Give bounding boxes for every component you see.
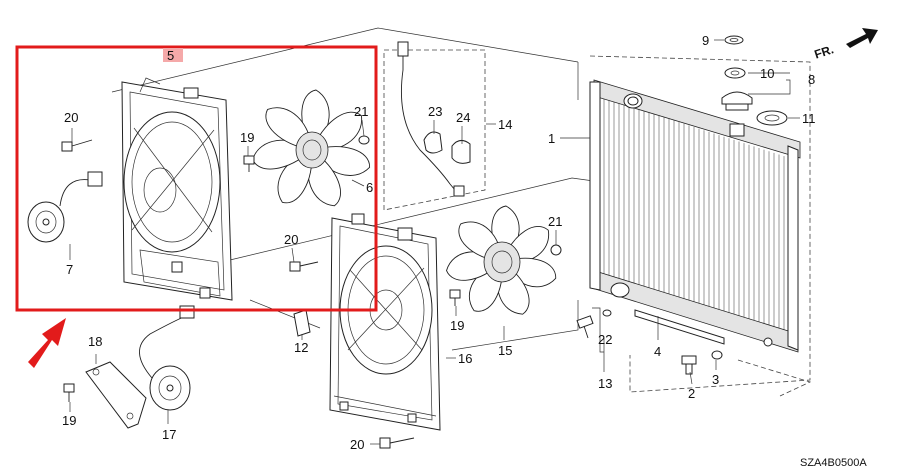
callout-4: 4	[654, 344, 661, 359]
bracket-18	[85, 361, 147, 429]
bolt-13	[576, 315, 594, 339]
shroud-5	[121, 77, 233, 301]
callout-17: 17	[162, 427, 176, 442]
callout-19-c: 19	[62, 413, 76, 428]
nut-21a	[358, 135, 370, 145]
callout-7: 7	[66, 262, 73, 277]
leader-lines	[69, 39, 800, 445]
bolt-19b	[449, 289, 461, 306]
fan-15	[446, 205, 557, 315]
bolt-19a	[243, 155, 255, 172]
clip-23	[423, 131, 443, 154]
radiator-core-fins	[603, 97, 790, 344]
sensor-group-box	[383, 49, 486, 211]
radiator-cap	[721, 91, 753, 111]
shroud-16	[329, 213, 441, 431]
drain-plug-2	[681, 355, 697, 375]
o-ring-22	[602, 309, 612, 317]
callout-23: 23	[428, 104, 442, 119]
seal-10	[724, 67, 746, 79]
callout-14: 14	[498, 117, 512, 132]
radiator	[589, 55, 812, 397]
callout-24: 24	[456, 110, 470, 125]
seal-9	[724, 35, 744, 45]
callout-10: 10	[760, 66, 774, 81]
callout-20-c: 20	[350, 437, 364, 452]
lower-cushion-4	[634, 309, 725, 345]
callout-1: 1	[548, 131, 555, 146]
nut-21b	[550, 244, 562, 256]
clip-24	[451, 140, 471, 164]
callout-19-b: 19	[450, 318, 464, 333]
callout-15: 15	[498, 343, 512, 358]
callout-11: 11	[802, 111, 816, 126]
bolt-19c	[63, 383, 75, 402]
bolt-20a	[61, 139, 93, 152]
callout-20-a: 20	[64, 110, 78, 125]
bolt-20b	[289, 261, 319, 272]
front-direction-label: FR.	[813, 42, 836, 61]
callout-8: 8	[808, 72, 815, 87]
callout-labels: 1 2 3 4 5 6 7 8 9 10 11 12 13 14 15 16 1…	[62, 33, 816, 452]
callout-19-a: 19	[240, 130, 254, 145]
callout-21-a: 21	[354, 104, 368, 119]
thermo-wire	[397, 41, 465, 197]
o-ring-3	[711, 350, 723, 360]
callout-18: 18	[88, 334, 102, 349]
diagram-code: SZA4B0500A	[800, 457, 867, 469]
fan-motor-7	[27, 171, 103, 243]
callout-21-b: 21	[548, 214, 562, 229]
callout-13: 13	[598, 376, 612, 391]
rubber-11	[756, 110, 788, 126]
clip-12	[293, 309, 311, 337]
callout-9: 9	[702, 33, 709, 48]
highlight-frame	[15, 45, 378, 368]
bolt-20c	[379, 437, 415, 449]
callout-12: 12	[294, 340, 308, 355]
callout-20-b: 20	[284, 232, 298, 247]
fan-motor-17	[139, 305, 195, 411]
callout-5: 5	[167, 48, 174, 63]
callout-16: 16	[458, 351, 472, 366]
front-direction-arrow: FR.	[813, 28, 878, 62]
callout-6: 6	[366, 180, 373, 195]
callout-2: 2	[688, 386, 695, 401]
callout-3: 3	[712, 372, 719, 387]
callout-22: 22	[598, 332, 612, 347]
